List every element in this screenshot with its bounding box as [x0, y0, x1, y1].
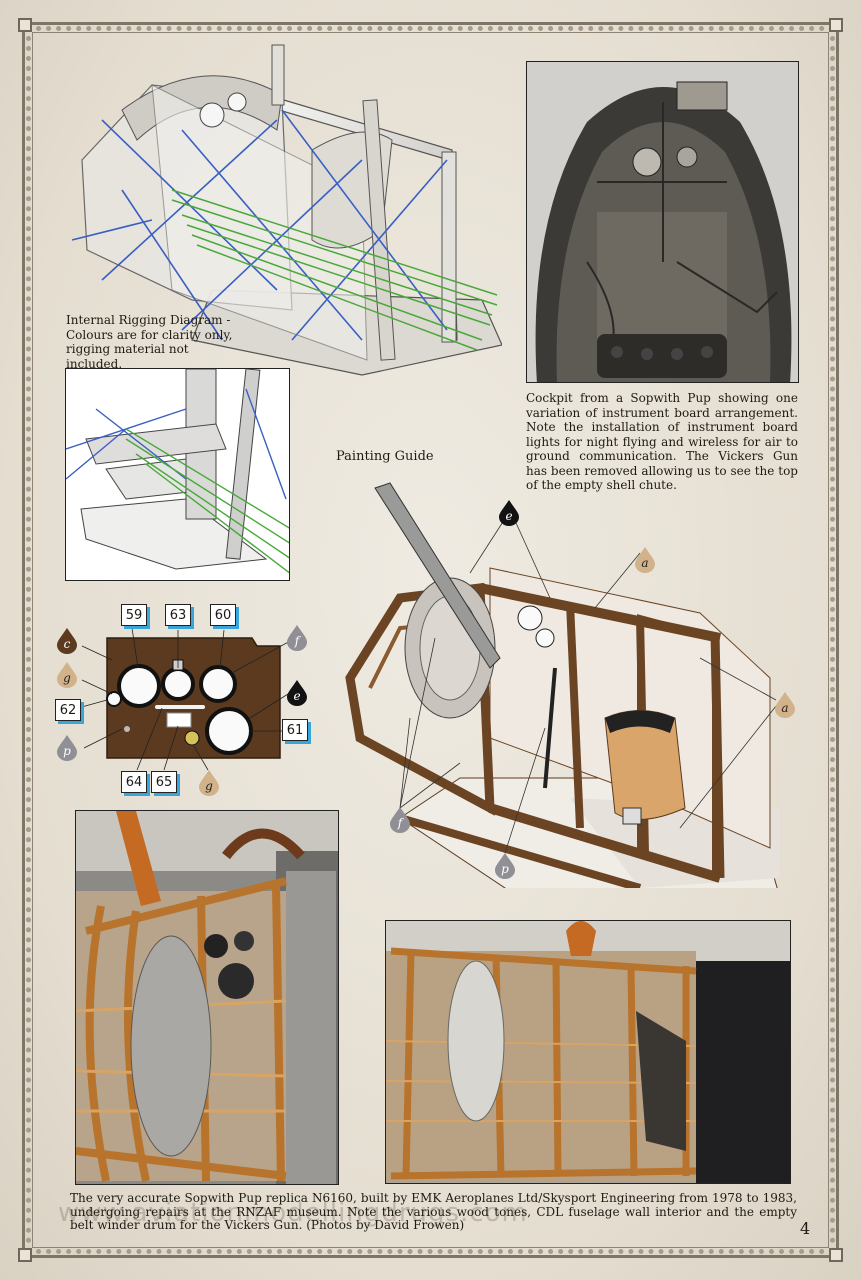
- paint-code-f-drop: f: [286, 625, 308, 651]
- painting-guide-heading: Painting Guide: [336, 449, 434, 464]
- part-number-63: 63: [165, 604, 191, 626]
- cockpit-photo-caption: Cockpit from a Sopwith Pup showing one v…: [526, 391, 798, 492]
- watermark-text: www.aviationmodellingdrugs.com: [58, 1198, 528, 1228]
- decorative-border-inner: [32, 32, 829, 1248]
- replica-photo-left: [75, 810, 339, 1185]
- part-number-65: 65: [151, 771, 177, 793]
- rigging-detail-inset: [65, 368, 290, 581]
- paint-code-e-drop: e: [286, 680, 308, 706]
- replica-photos-caption: The very accurate Sopwith Pup replica N6…: [70, 1191, 797, 1232]
- part-number-62: 62: [55, 699, 81, 721]
- paint-code-a-drop-top: a: [634, 547, 656, 573]
- rigging-diagram-illustration: [62, 40, 502, 380]
- paint-code-f-drop-fuselage: f: [389, 807, 411, 833]
- instrument-board-guide: [52, 598, 322, 803]
- border-corner-bottom-left: [18, 1248, 32, 1262]
- paint-code-p-drop: p: [56, 735, 78, 761]
- part-number-64: 64: [121, 771, 147, 793]
- part-number-60: 60: [210, 604, 236, 626]
- border-corner-top-right: [829, 18, 843, 32]
- border-corner-bottom-right: [829, 1248, 843, 1262]
- painted-fuselage-illustration: [340, 478, 810, 888]
- page-number: 4: [800, 1219, 811, 1238]
- paint-code-e-drop-fuselage: e: [498, 500, 520, 526]
- paint-code-g-drop: g: [56, 662, 78, 688]
- replica-photo-right: [385, 920, 791, 1184]
- cockpit-photo: [526, 61, 799, 383]
- paint-code-g-drop-lower: g: [198, 770, 220, 796]
- paint-code-a-drop-right: a: [774, 692, 796, 718]
- border-corner-top-left: [18, 18, 32, 32]
- decorative-border-outer: [22, 22, 839, 1258]
- part-number-61: 61: [282, 719, 308, 741]
- decorative-border-pattern: [26, 26, 835, 1254]
- paint-code-c-drop: c: [56, 628, 78, 654]
- paint-code-p-drop-fuselage: p: [494, 853, 516, 879]
- part-number-59: 59: [121, 604, 147, 626]
- rigging-diagram-caption: Internal Rigging Diagram - Colours are f…: [66, 313, 233, 371]
